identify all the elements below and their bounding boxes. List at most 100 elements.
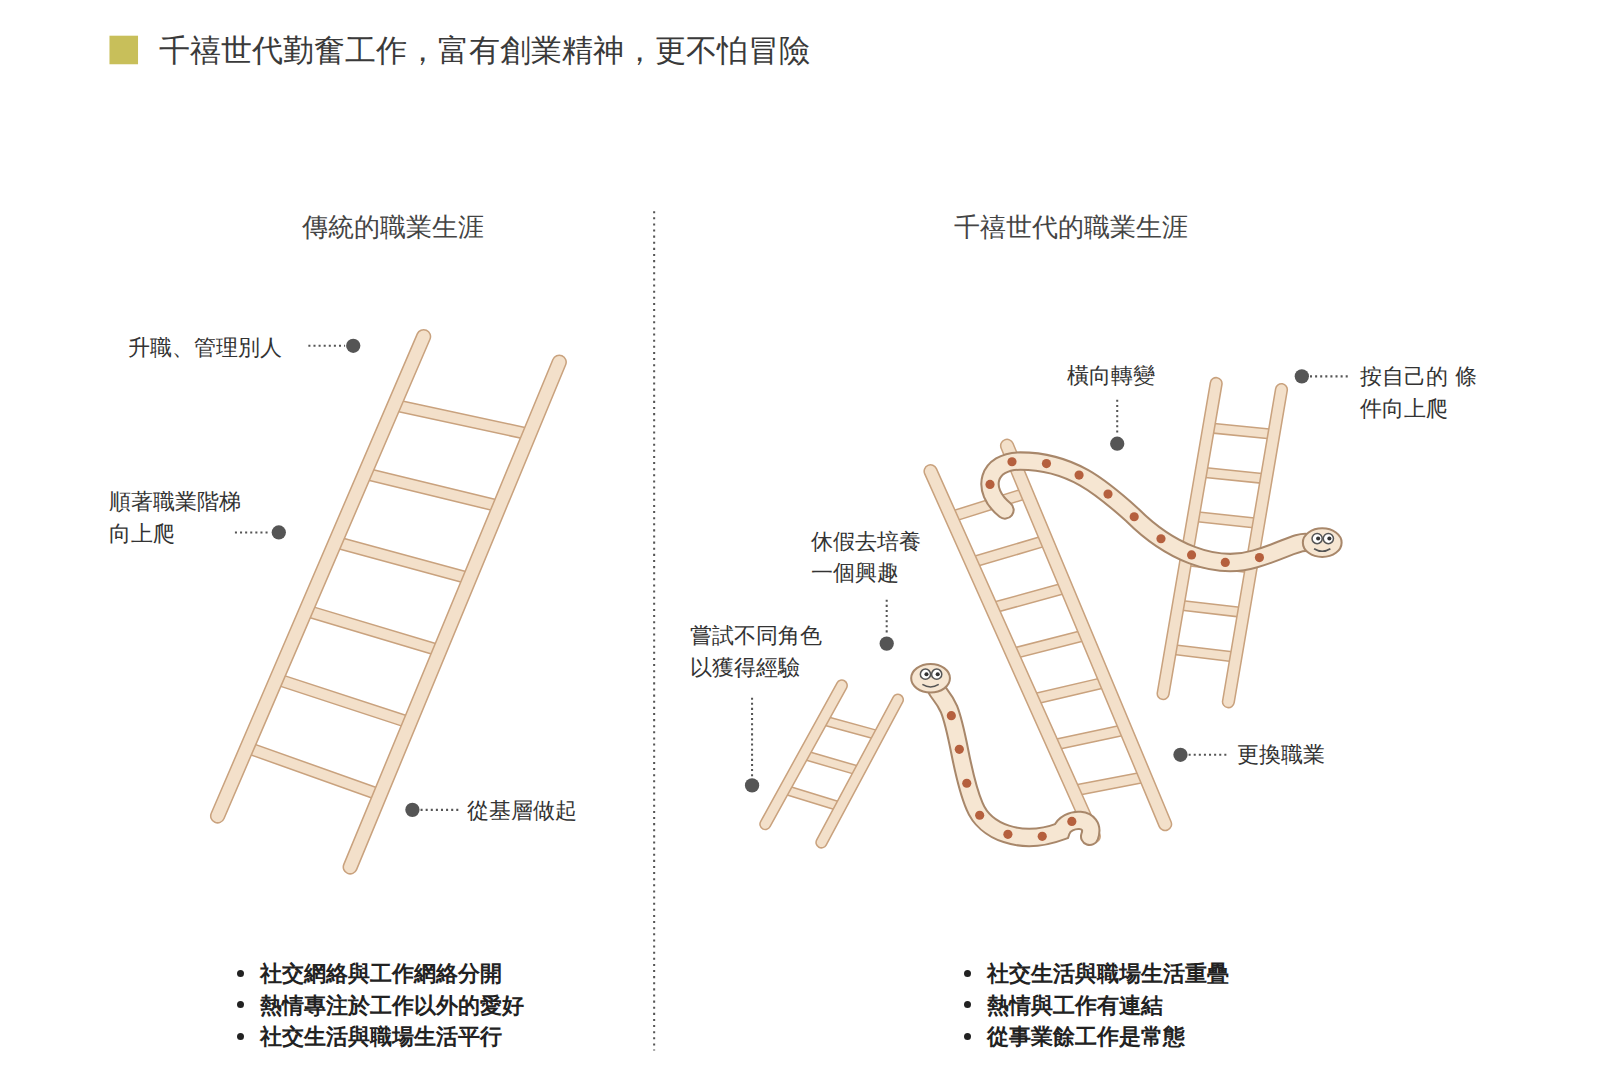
snake-eye xyxy=(1323,533,1333,543)
stroke xyxy=(1073,777,1145,791)
stroke xyxy=(784,789,840,806)
snake-spot xyxy=(947,711,956,720)
callout-label: 橫向轉變 xyxy=(1067,360,1177,392)
stroke xyxy=(1033,682,1106,699)
stroke xyxy=(365,474,500,507)
stroke xyxy=(1209,428,1274,434)
snakes xyxy=(911,457,1341,841)
snake-spot xyxy=(955,745,964,754)
callout-label: 從基層做起 xyxy=(467,795,599,827)
snake-spot xyxy=(1156,534,1165,543)
snake-head xyxy=(911,664,950,693)
bullet-item: 熱情專注於工作以外的愛好 xyxy=(237,991,524,1022)
snake-spot xyxy=(1038,832,1047,841)
stroke xyxy=(218,337,424,816)
stroke xyxy=(335,542,469,578)
section-heading: 千禧世代的職業生涯 xyxy=(954,209,1188,247)
stroke xyxy=(365,474,500,507)
stroke xyxy=(765,685,841,824)
stroke xyxy=(971,540,1046,562)
callout-label: 順著職業階梯 向上爬 xyxy=(109,486,250,550)
stroke xyxy=(1193,516,1258,523)
leader-lines xyxy=(235,339,1351,817)
stroke xyxy=(821,700,897,843)
snake-head xyxy=(1303,528,1342,557)
snake-spot xyxy=(1130,512,1139,521)
snake-mouth xyxy=(1314,549,1330,552)
stroke xyxy=(1007,446,1165,824)
stroke xyxy=(335,542,469,578)
snake-pupil xyxy=(924,672,928,676)
traditional-ladder xyxy=(218,337,560,867)
snake-eye xyxy=(1312,533,1322,543)
snake-spot xyxy=(1067,817,1076,826)
snake-eye xyxy=(932,669,942,679)
bullet-item: 從事業餘工作是常態 xyxy=(964,1022,1185,1053)
stroke xyxy=(1171,649,1236,657)
stroke xyxy=(276,679,409,723)
stroke xyxy=(992,588,1067,609)
snake-spot xyxy=(1221,558,1230,567)
stroke xyxy=(1033,682,1106,699)
section-heading: 傳統的職業生涯 xyxy=(302,209,484,247)
stroke xyxy=(1012,635,1086,654)
callout-label: 嘗試不同角色 以獲得經驗 xyxy=(690,620,831,684)
snake-spot xyxy=(1003,830,1012,839)
stroke xyxy=(990,461,1308,562)
divider xyxy=(653,211,655,1050)
stroke xyxy=(247,748,380,795)
stroke xyxy=(350,362,559,867)
stroke xyxy=(804,755,860,771)
stroke xyxy=(1073,777,1145,791)
stroke xyxy=(394,405,529,434)
snake-spot xyxy=(985,480,994,489)
stroke xyxy=(1209,428,1274,434)
snake-spot xyxy=(1103,489,1112,498)
callout-label: 更換職業 xyxy=(1237,739,1347,771)
snake-eye xyxy=(920,669,930,679)
stroke xyxy=(350,362,559,867)
snake-pupil xyxy=(1316,537,1320,541)
upper-snake xyxy=(985,457,1341,567)
stroke xyxy=(1201,472,1266,479)
stroke xyxy=(1007,446,1165,824)
stroke xyxy=(821,700,897,843)
stroke xyxy=(823,720,879,735)
small-ladder xyxy=(765,685,898,842)
callout-label: 按自己的 條件向上爬 xyxy=(1360,361,1479,425)
stroke xyxy=(1201,472,1266,479)
callout-label: 升職、管理別人 xyxy=(128,332,326,364)
snake-mouth xyxy=(922,684,938,687)
stroke xyxy=(306,611,440,651)
snake-spot xyxy=(1255,553,1264,562)
stroke xyxy=(218,337,424,816)
bullet-item: 熱情與工作有連結 xyxy=(964,991,1163,1022)
bullet-item: 社交網絡與工作網絡分開 xyxy=(237,959,502,990)
stroke xyxy=(247,748,380,795)
stroke xyxy=(1012,635,1086,654)
title-square xyxy=(109,36,138,65)
rungs xyxy=(247,405,529,795)
stroke xyxy=(1053,730,1126,746)
stroke xyxy=(823,720,879,735)
page-title: 千禧世代勤奮工作，富有創業精神，更不怕冒險 xyxy=(159,28,810,73)
stroke xyxy=(1171,649,1236,657)
snake-spot xyxy=(1042,459,1051,468)
stroke xyxy=(931,471,1094,836)
callout-label: 休假去培養 一個興趣 xyxy=(811,526,930,590)
stroke xyxy=(276,679,409,723)
stroke xyxy=(306,611,440,651)
stroke xyxy=(394,405,529,434)
snake-pupil xyxy=(1327,537,1331,541)
stroke xyxy=(1053,730,1126,746)
snake-spot xyxy=(1007,457,1016,466)
stroke xyxy=(971,540,1046,562)
bullet-item: 社交生活與職場生活平行 xyxy=(237,1022,502,1053)
stroke xyxy=(937,690,1091,838)
lower-snake xyxy=(911,664,1091,841)
bullet-item: 社交生活與職場生活重疊 xyxy=(964,959,1229,990)
stroke xyxy=(931,471,1094,836)
snake-spot xyxy=(1074,470,1083,479)
stroke xyxy=(804,755,860,771)
